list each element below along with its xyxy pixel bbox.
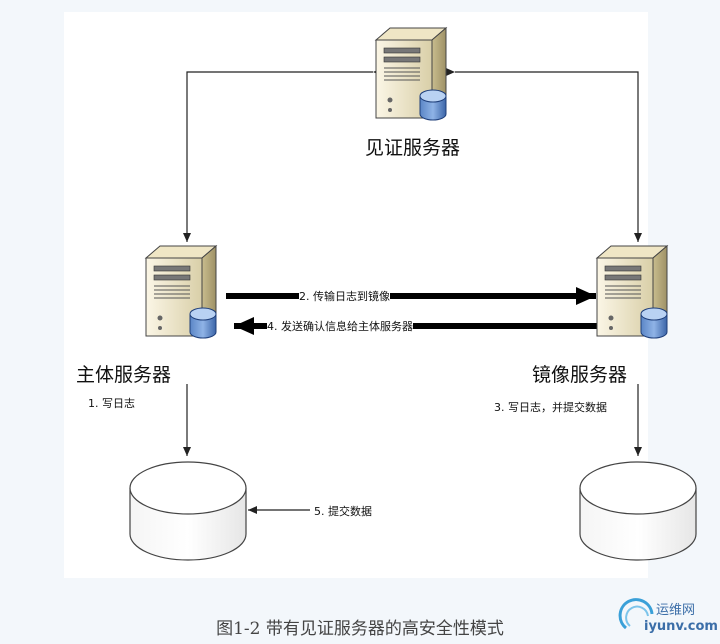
principal-disk-icon — [129, 461, 247, 561]
witness-server-icon — [375, 27, 447, 121]
edge-label-send-ack: 4. 发送确认信息给主体服务器 — [267, 318, 413, 334]
witness-server-label: 见证服务器 — [365, 137, 461, 159]
principal-server-label: 主体服务器 — [76, 364, 172, 386]
watermark-logo-icon — [618, 598, 654, 630]
edge-label-transfer-log: 2. 传输日志到镜像 — [299, 288, 390, 304]
mirror-disk-icon — [579, 461, 697, 561]
witness-mirror-connector — [446, 68, 642, 242]
edge-label-write-commit: 3. 写日志，并提交数据 — [494, 401, 607, 414]
edge-label-write-log: 1. 写日志 — [88, 397, 135, 410]
witness-principal-connector — [183, 68, 382, 242]
mirror-server-label: 镜像服务器 — [532, 364, 628, 386]
mirror-server-icon — [596, 245, 668, 339]
watermark-url: iyunv.com — [644, 619, 718, 634]
figure-caption: 图1-2 带有见证服务器的高安全性模式 — [216, 619, 504, 639]
watermark-text: 运维网 — [656, 603, 696, 618]
edge-label-commit-data: 5. 提交数据 — [314, 505, 372, 518]
principal-server-icon — [145, 245, 217, 339]
